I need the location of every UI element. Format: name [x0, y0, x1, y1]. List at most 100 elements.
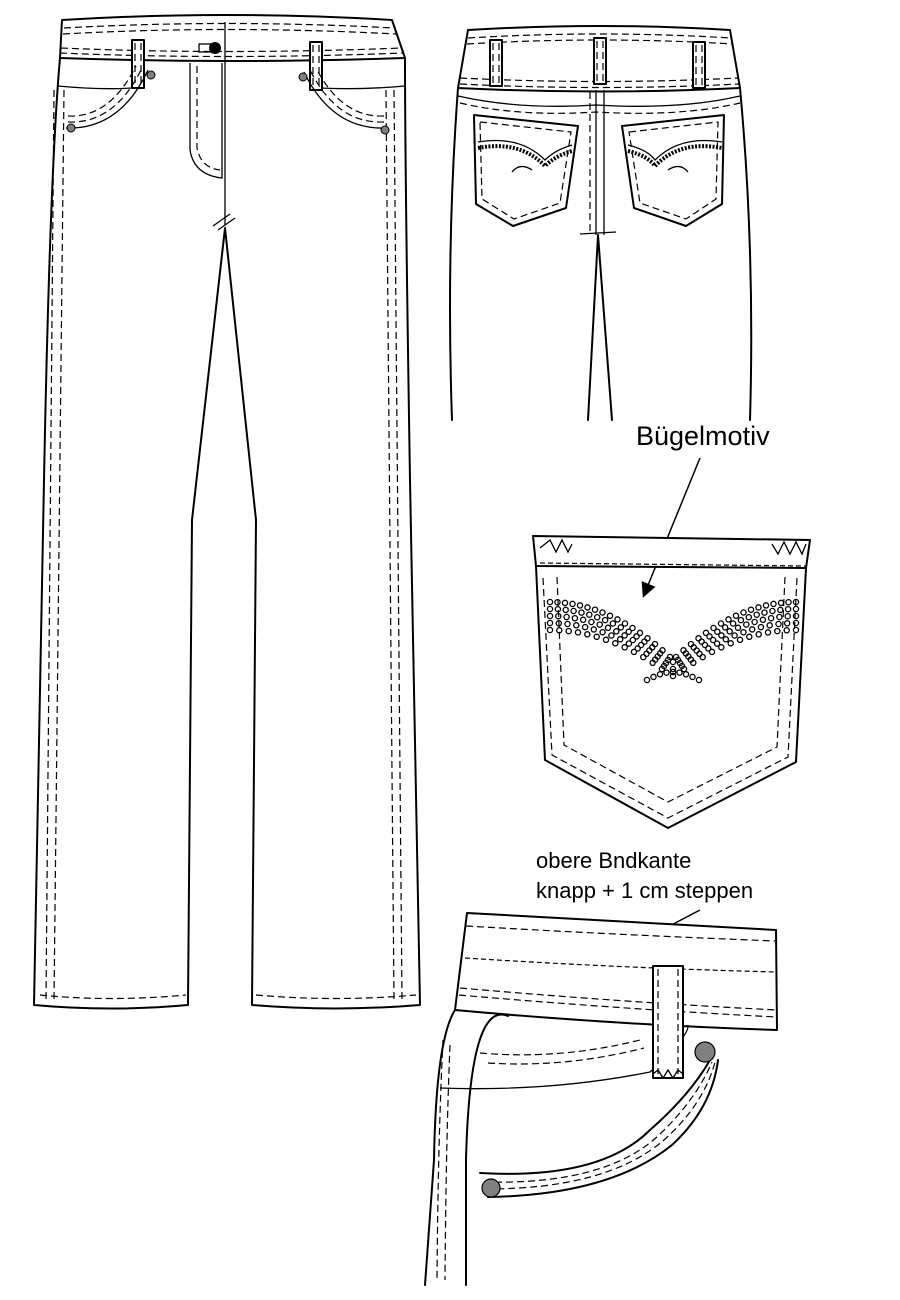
back-pocket-left	[473, 114, 579, 227]
rhinestone-dot	[783, 620, 791, 627]
rhinestone-dot	[546, 598, 554, 606]
rhinestone-dot	[555, 612, 562, 620]
rhinestone-dot	[757, 623, 765, 631]
rhinestone-dot	[755, 631, 762, 638]
rhinestone-dot	[774, 627, 781, 635]
rhinestone-dot	[753, 611, 760, 618]
rhinestone-dot	[736, 636, 744, 644]
rhinestone-dot	[714, 628, 721, 635]
rhinestone-dot	[599, 609, 606, 616]
rhinestone-dot	[609, 620, 617, 627]
rhinestone-dot	[713, 640, 721, 647]
rhinestone-dot	[669, 665, 677, 673]
front-button	[209, 42, 221, 54]
rhinestone-dot	[770, 600, 777, 608]
rhinestone-dot	[748, 626, 756, 633]
rhinestone-dot	[727, 640, 734, 647]
rhinestone-dot	[584, 604, 591, 611]
rhinestone-dot	[608, 632, 615, 639]
rhinestone-dot	[584, 631, 591, 638]
rhinestone-dot	[656, 671, 664, 678]
rhinestone-dot	[546, 612, 554, 620]
rhinestone-dot	[571, 614, 579, 622]
back-outline	[449, 87, 753, 421]
rhinestone-dot	[695, 676, 703, 684]
rhinestone-dot	[556, 627, 563, 634]
rhinestone-dot	[554, 598, 561, 606]
rhinestone-dot	[599, 628, 606, 636]
rhinestone-dot	[743, 621, 750, 628]
rhinestone-dot	[621, 644, 628, 651]
rhinestone-dot	[747, 606, 755, 613]
waistband-detail	[424, 912, 778, 1286]
rhinestone-dot	[682, 671, 690, 678]
rhinestone-dot	[718, 644, 725, 651]
rhinestone-dot	[755, 604, 762, 611]
rhinestone-dot	[710, 624, 717, 632]
rhinestone-dot	[769, 607, 776, 615]
rhinestone-dot	[573, 622, 580, 629]
rhinestone-dot	[649, 659, 656, 667]
rhinestone-dot	[643, 676, 651, 684]
rhinestone-dot	[767, 614, 775, 622]
rhinestone-dot	[554, 605, 562, 613]
rhinestone-dot	[563, 613, 570, 621]
rhinestone-dot	[641, 638, 648, 645]
rhinestone-dot	[737, 616, 745, 624]
rhinestone-dot	[706, 633, 713, 640]
rhinestone-dot	[562, 606, 569, 614]
rhinestone-dot	[746, 633, 753, 641]
rhinestone-dot	[701, 641, 709, 649]
belt-loop-back-left	[489, 39, 503, 87]
rhinestone-dot	[669, 672, 677, 680]
rivet-icon	[380, 125, 390, 135]
rhinestone-dot	[689, 673, 696, 681]
rhinestone-dot	[640, 653, 647, 661]
rhinestone-dot	[718, 632, 725, 639]
rhinestone-dot	[602, 636, 610, 644]
rhinestone-dot	[777, 599, 785, 607]
belt-loop-front-right	[309, 41, 323, 91]
back-pocket-right	[621, 114, 725, 227]
rhinestone-dot	[785, 598, 792, 606]
rhinestone-dot	[616, 636, 624, 643]
rhinestone-dot	[601, 616, 609, 624]
rhinestone-dot	[564, 620, 571, 628]
rivet-icon	[481, 1178, 501, 1198]
rhinestone-dot	[546, 619, 554, 627]
rhinestone-dot	[698, 638, 705, 645]
rhinestone-dot	[734, 624, 742, 632]
rhinestone-dot	[565, 627, 572, 635]
rhinestone-dot	[721, 624, 729, 631]
waistband-note-line2: knapp + 1 cm steppen	[536, 878, 753, 903]
rhinestone-dot	[745, 613, 753, 621]
rhinestone-dot	[625, 628, 632, 635]
rhinestone-dot	[555, 620, 563, 627]
rhinestone-dot	[650, 673, 657, 681]
rhinestone-dot	[784, 612, 791, 620]
rhinestone-dot	[663, 669, 670, 676]
rivet-icon	[694, 1041, 716, 1063]
rhinestone-dot	[621, 620, 629, 627]
rhinestone-dot	[676, 669, 683, 676]
rhinestone-dot	[629, 636, 637, 644]
rhinestone-dot	[702, 629, 710, 637]
rhinestone-dot	[740, 609, 747, 616]
rhinestone-dot	[634, 645, 641, 652]
rhinestone-dot	[596, 621, 603, 628]
rhinestone-dot	[729, 620, 737, 627]
rhinestone-dot	[593, 633, 600, 641]
rhinestone-dot	[792, 612, 800, 620]
rhinestone-dot	[696, 650, 703, 658]
rhinestone-dot	[612, 640, 619, 647]
rhinestone-dot	[637, 641, 645, 649]
rhinestone-dot	[740, 628, 747, 636]
belt-loop-back-center	[593, 37, 607, 85]
front-waistband	[59, 14, 406, 62]
rhinestone-dot	[586, 611, 593, 618]
rhinestone-dot	[722, 636, 730, 643]
rhinestone-dot	[614, 616, 621, 623]
rhinestone-dot	[669, 668, 677, 676]
front-view-jeans	[33, 14, 421, 1010]
